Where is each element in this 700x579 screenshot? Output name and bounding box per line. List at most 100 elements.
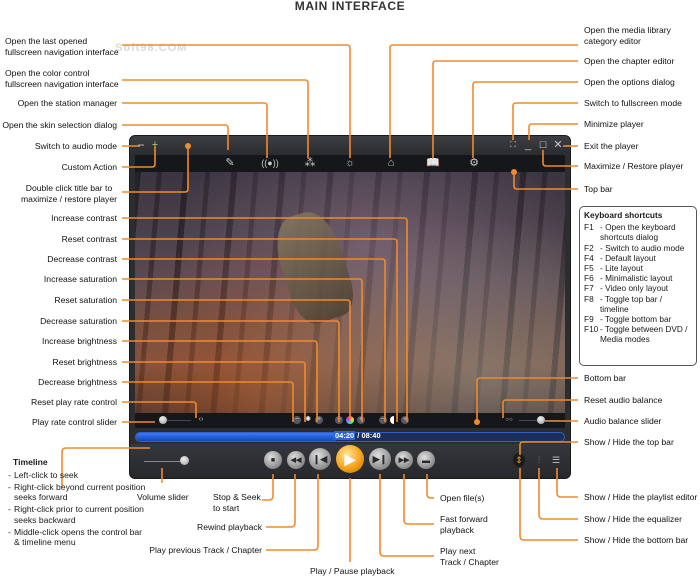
reset-audio-balance-icon[interactable]: ○○ — [505, 417, 513, 423]
fullscreen-icon[interactable]: ⛶ — [510, 140, 516, 149]
label-decrease-contrast: Decrease contrast — [47, 254, 117, 264]
title-bar[interactable]: − + ⛶ _ ☐ ✕ — [130, 136, 570, 155]
label-fullscreen: Switch to fullscreen mode — [584, 98, 682, 108]
shortcut-row: F4- Default layout — [584, 252, 656, 263]
timeline-note: -Left-click to seek — [8, 469, 78, 480]
media-library-icon[interactable]: ⌂ — [387, 157, 395, 169]
diagram-title: MAIN INTERFACE — [294, 0, 406, 13]
label-volume-slider: Volume slider — [137, 492, 189, 502]
label-play-pause: Play / Pause playback — [310, 566, 395, 576]
label-increase-brightness: Increase brightness — [42, 336, 117, 346]
volume-slider[interactable] — [180, 456, 189, 465]
shortcut-row: F7- Video only layout — [584, 283, 669, 294]
chapter-editor-icon[interactable]: 📖 — [426, 157, 440, 169]
label-next-track: Play next Track / Chapter — [440, 546, 499, 567]
timeline[interactable]: 04:20 / 08:40 — [135, 431, 565, 442]
audio-balance-slider[interactable] — [537, 416, 545, 424]
label-media-library: Open the media library category editor — [584, 25, 671, 46]
label-audio-balance-slider: Audio balance slider — [584, 416, 662, 426]
label-decrease-brightness: Decrease brightness — [38, 377, 117, 387]
play-rate-track[interactable] — [163, 420, 191, 421]
volume-track[interactable] — [144, 461, 184, 462]
decrease-contrast-button[interactable]: − — [379, 416, 387, 424]
shortcut-row: F8- Toggle top bar / timeline — [584, 293, 663, 314]
reset-brightness-button[interactable]: ✺ — [305, 416, 311, 423]
rewind-button[interactable]: ◀◀ — [287, 451, 305, 469]
label-toggle-equalizer: Show / Hide the equalizer — [584, 514, 682, 524]
playlist-icon[interactable]: ☰ — [551, 455, 561, 465]
label-chapter-editor: Open the chapter editor — [584, 56, 675, 66]
label-audio-mode: Switch to audio mode — [34, 141, 117, 151]
increase-saturation-button[interactable]: + — [357, 416, 365, 424]
label-reset-brightness: Reset brightness — [52, 357, 118, 367]
control-bar: ‹› − ✺ + − + − + ○○ — [135, 413, 565, 428]
skin-brush-icon[interactable]: ✎ — [225, 157, 235, 169]
label-play-rate-slider: Play rate control slider — [31, 417, 117, 427]
reset-contrast-button[interactable] — [390, 416, 398, 424]
label-toggle-bottom-bar: Show / Hide the bottom bar — [584, 535, 689, 545]
audio-mode-icon[interactable]: − — [137, 138, 145, 152]
station-broadcast-icon[interactable]: ((●)) — [261, 158, 279, 168]
reset-play-rate-icon[interactable]: ‹› — [198, 416, 204, 423]
keyboard-shortcuts-heading: Keyboard shortcuts — [584, 210, 663, 220]
label-double-click-title: Double click title bar to maximize / res… — [21, 183, 117, 204]
increase-brightness-button[interactable]: + — [315, 416, 323, 424]
label-exit: Exit the player — [584, 141, 639, 151]
time-current: 04:20 — [334, 431, 356, 440]
keyboard-shortcuts-box: Keyboard shortcuts F1- Open the keyboard… — [579, 206, 697, 366]
minimize-icon[interactable]: _ — [524, 139, 532, 151]
label-reset-contrast: Reset contrast — [61, 234, 117, 244]
label-reset-play-rate: Reset play rate control — [31, 397, 117, 407]
play-pause-button[interactable]: ▶ — [336, 445, 364, 473]
label-prev-track: Play previous Track / Chapter — [149, 545, 262, 555]
label-toggle-playlist: Show / Hide the playlist editor — [584, 492, 698, 502]
label-bottom-bar: Bottom bar — [584, 373, 627, 383]
shortcut-row: F6- Minimalistic layout — [584, 273, 673, 284]
decrease-saturation-button[interactable]: − — [335, 416, 343, 424]
last-fullscreen-nav-icon[interactable]: ☼ — [344, 157, 356, 169]
stop-button[interactable]: ■ — [264, 451, 282, 469]
decrease-brightness-button[interactable]: − — [293, 416, 301, 424]
next-track-button[interactable]: ▶❙ — [369, 448, 391, 470]
options-gear-icon[interactable]: ⚙ — [469, 157, 479, 169]
video-area[interactable] — [135, 172, 565, 413]
open-files-button[interactable]: ▬ — [417, 451, 435, 469]
label-fast-forward: Fast forward playback — [440, 514, 488, 535]
timeline-notes: Timeline -Left-click to seek -Right-clic… — [8, 457, 148, 549]
increase-contrast-button[interactable]: + — [401, 416, 409, 424]
shortcut-row: F2- Switch to audio mode — [584, 242, 685, 253]
player-window: − + ⛶ _ ☐ ✕ ✎ ((●)) ⁂ ☼ ⌂ 📖 ⚙ ‹› − ✺ + −… — [130, 136, 570, 478]
color-control-icon[interactable]: ⁂ — [304, 157, 316, 169]
top-bar: ✎ ((●)) ⁂ ☼ ⌂ 📖 ⚙ — [135, 155, 565, 172]
label-open-files: Open file(s) — [440, 493, 485, 503]
label-options-dialog: Open the options dialog — [584, 77, 675, 87]
label-decrease-saturation: Decrease saturation — [40, 316, 117, 326]
play-rate-slider[interactable] — [159, 416, 167, 424]
time-total: 08:40 — [361, 431, 381, 440]
label-top-bar: Top bar — [584, 184, 613, 194]
toggle-top-bottom-bar-icon[interactable]: ⇕ — [513, 453, 525, 467]
label-toggle-top-bar: Show / Hide the top bar — [584, 437, 674, 447]
video-frame-helicopter — [267, 205, 361, 329]
previous-track-button[interactable]: ❙◀ — [309, 448, 331, 470]
label-skin-selection: Open the skin selection dialog — [2, 120, 117, 130]
label-minimize: Minimize player — [584, 119, 644, 129]
fast-forward-button[interactable]: ▶▶ — [395, 451, 413, 469]
label-increase-contrast: Increase contrast — [51, 213, 117, 223]
maximize-icon[interactable]: ☐ — [538, 140, 548, 150]
equalizer-icon[interactable]: ⫶ — [537, 455, 541, 465]
label-reset-audio-balance: Reset audio balance — [584, 395, 663, 405]
timeline-note: -Middle-click opens the control bar & ti… — [8, 526, 143, 548]
shortcut-row: F5- Lite layout — [584, 263, 643, 274]
close-icon[interactable]: ✕ — [553, 139, 563, 151]
reset-saturation-button[interactable] — [346, 416, 354, 424]
label-rewind: Rewind playback — [197, 522, 262, 532]
timeline-notes-heading: Timeline — [13, 457, 48, 467]
timeline-note: -Right-click beyond current position see… — [8, 481, 146, 503]
label-increase-saturation: Increase saturation — [43, 274, 117, 284]
label-stop-seek: Stop & Seek to start — [213, 492, 261, 513]
label-maximize: Maximize / Restore player — [584, 161, 684, 171]
timeline-progress — [136, 433, 336, 441]
label-reset-saturation: Reset saturation — [54, 295, 117, 305]
custom-action-icon[interactable]: + — [151, 139, 159, 151]
